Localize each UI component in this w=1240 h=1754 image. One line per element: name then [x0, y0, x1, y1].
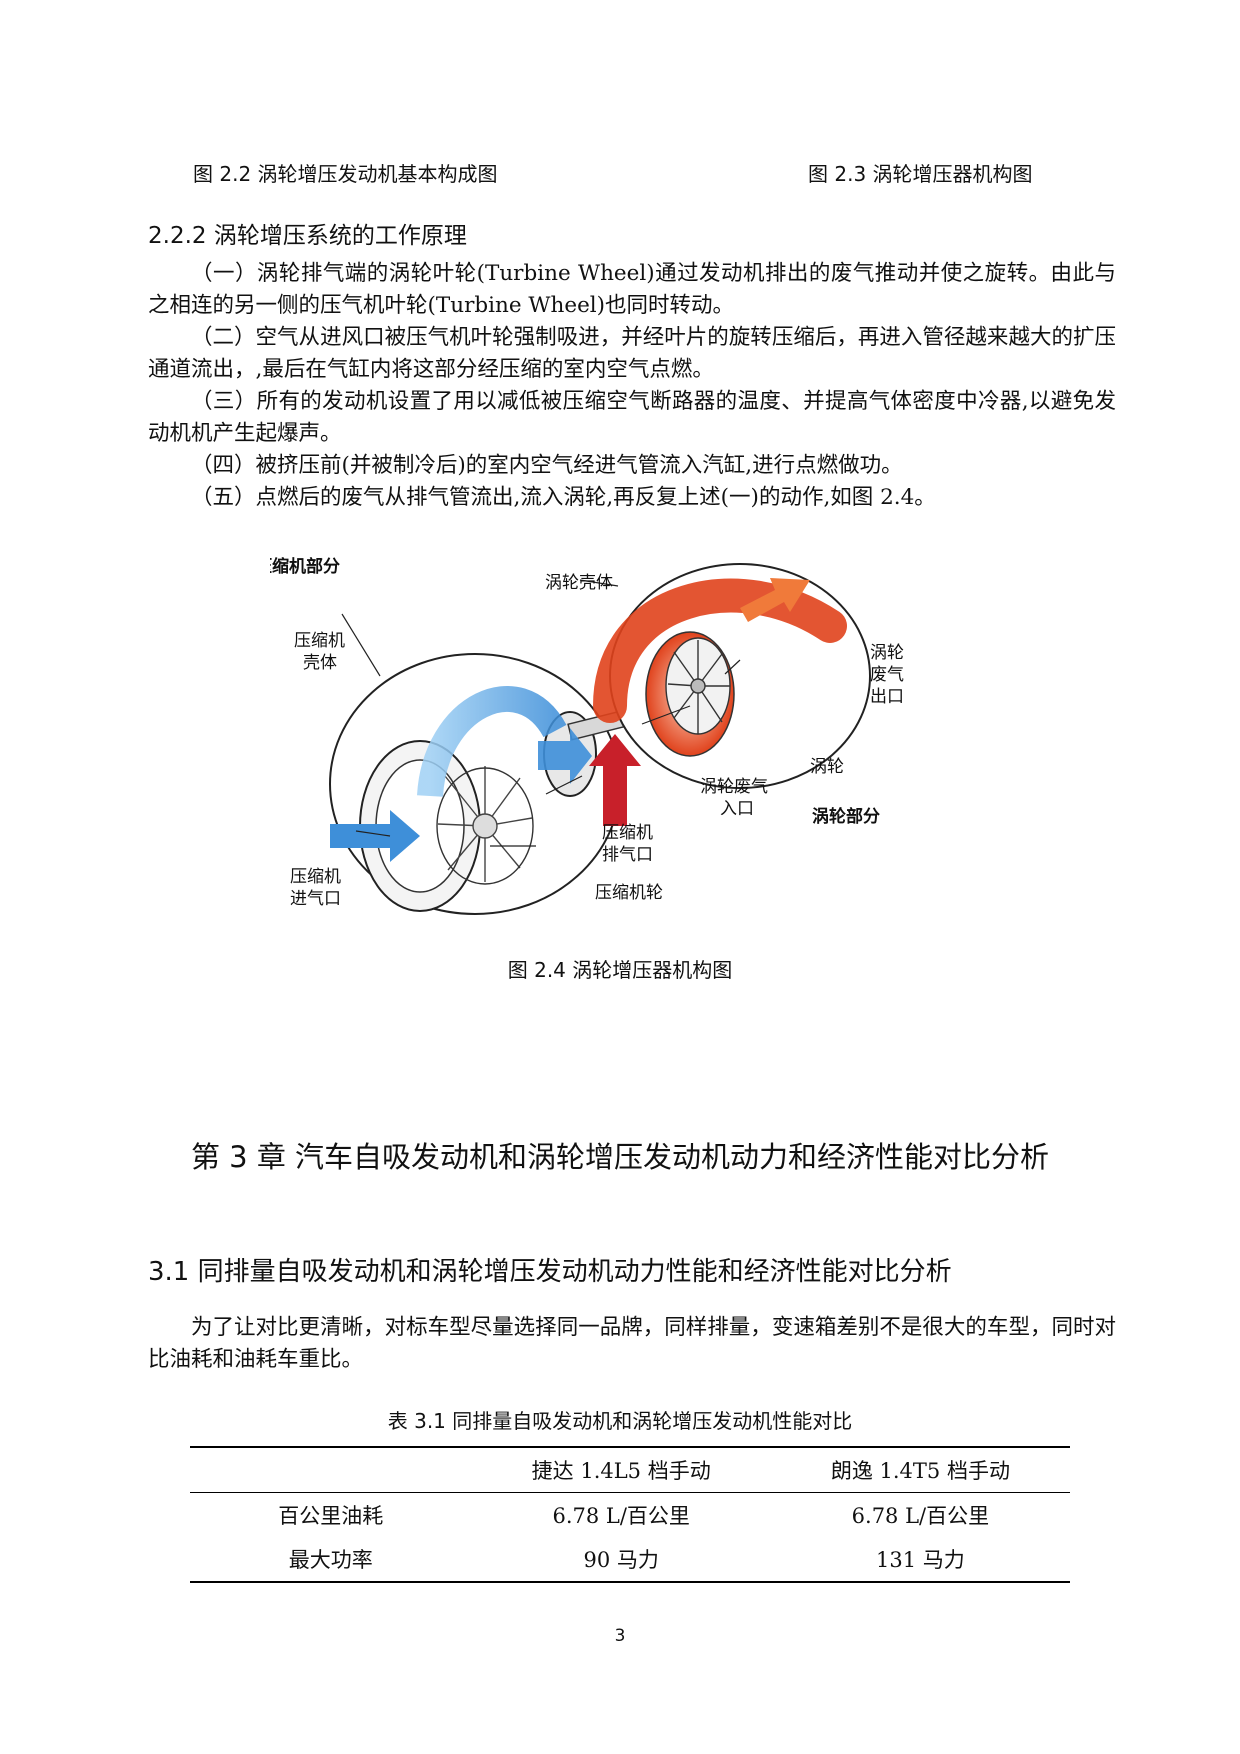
- turbine-inlet-arrow: [589, 734, 641, 826]
- turbocharger-diagram: 压缩机部分 压缩机 壳体 涡轮壳体 涡轮 废气 出口 涡轮 涡轮废气 入口 涡轮…: [270, 556, 904, 915]
- turbine-outlet-arrow: [740, 578, 810, 622]
- label-turbine-outlet-3: 出口: [870, 687, 904, 707]
- paragraph-3: （三）所有的发动机设置了用以减低被压缩空气断路器的温度、并提高气体密度中冷器,以…: [148, 389, 1116, 446]
- paragraph-3-1: 为了让对比更清晰，对标车型尽量选择同一品牌，同样排量，变速箱差别不是很大的车型，…: [148, 1315, 1116, 1372]
- page-number: 3: [614, 1626, 626, 1646]
- table-header-cell: [190, 1447, 472, 1493]
- section-body-3-1: 为了让对比更清晰，对标车型尽量选择同一品牌，同样排量，变速箱差别不是很大的车型，…: [148, 1312, 1116, 1376]
- paragraph-1: （一）涡轮排气端的涡轮叶轮(Turbine Wheel)通过发动机排出的废气推动…: [148, 261, 1116, 318]
- label-compressor-inlet-2: 进气口: [290, 889, 341, 909]
- label-compressor-outlet-1: 压缩机: [602, 823, 653, 843]
- compressor-inlet-arrow: [330, 810, 420, 862]
- section-body-2-2-2: （一）涡轮排气端的涡轮叶轮(Turbine Wheel)通过发动机排出的废气推动…: [148, 258, 1116, 514]
- table-cell: 6.78 L/百公里: [552, 1504, 690, 1528]
- label-turbine-outlet-2: 废气: [870, 665, 904, 685]
- compressor-wheel-graphic: [436, 766, 534, 885]
- compressed-air-flow-arrow: [417, 686, 567, 798]
- section-heading-3-1: 3.1 同排量自吸发动机和涡轮增压发动机动力性能和经济性能对比分析: [148, 1257, 952, 1287]
- figure-2-2-caption: 图 2.2 涡轮增压发动机基本构成图: [193, 162, 498, 186]
- label-compressor-housing-1: 压缩机: [294, 631, 345, 651]
- table-cell: 6.78 L/百公里: [851, 1504, 990, 1528]
- figure-2-3-caption: 图 2.3 涡轮增压器机构图: [808, 162, 1033, 186]
- table-row: 百公里油耗 6.78 L/百公里 6.78 L/百公里: [190, 1493, 1070, 1538]
- label-compressor-outlet-2: 排气口: [602, 845, 653, 865]
- label-compressor-section: 压缩机部分: [270, 556, 340, 577]
- label-turbine-inlet-2: 入口: [720, 799, 754, 819]
- table-header-cell: 捷达 1.4L5 档手动: [531, 1459, 711, 1483]
- label-turbine-section: 涡轮部分: [812, 806, 880, 827]
- label-compressor-housing-2: 壳体: [303, 653, 337, 673]
- turbine-wheel-graphic: [665, 637, 731, 735]
- figure-2-4-caption: 图 2.4 涡轮增压器机构图: [507, 958, 733, 982]
- compressor-outlet-arrow: [538, 728, 592, 784]
- label-turbine-inlet-1: 涡轮废气: [700, 777, 768, 797]
- leader-lines: [341, 579, 741, 847]
- table-cell: 90 马力: [583, 1548, 659, 1572]
- label-turbine-housing: 涡轮壳体: [545, 573, 613, 593]
- paragraph-2: （二）空气从进风口被压气机叶轮强制吸进，并经叶片的旋转压缩后，再进入管径越来越大…: [148, 325, 1116, 382]
- label-turbine-outlet-1: 涡轮: [870, 643, 904, 663]
- section-heading-2-2-2: 2.2.2 涡轮增压系统的工作原理: [148, 223, 467, 249]
- comparison-table: 捷达 1.4L5 档手动 朗逸 1.4T5 档手动 百公里油耗 6.78 L/百…: [190, 1446, 1070, 1583]
- table-cell: 131 马力: [876, 1548, 965, 1572]
- table-row: 最大功率 90 马力 131 马力: [190, 1537, 1070, 1582]
- table-header-cell: 朗逸 1.4T5 档手动: [830, 1459, 1010, 1483]
- table-3-1-caption: 表 3.1 同排量自吸发动机和涡轮增压发动机性能对比: [387, 1409, 853, 1433]
- label-compressor-wheel: 压缩机轮: [595, 883, 663, 903]
- table-cell: 最大功率: [288, 1548, 373, 1572]
- chapter-3-heading: 第 3 章 汽车自吸发动机和涡轮增压发动机动力和经济性能对比分析: [190, 1140, 1050, 1174]
- table-header-row: 捷达 1.4L5 档手动 朗逸 1.4T5 档手动: [190, 1447, 1070, 1493]
- label-compressor-inlet-1: 压缩机: [290, 867, 341, 887]
- turbine-housing: [593, 563, 871, 789]
- paragraph-4: （四）被挤压前(并被制冷后)的室内空气经进气管流入汽缸,进行点燃做功。: [191, 453, 903, 478]
- paragraph-5: （五）点燃后的废气从排气管流出,流入涡轮,再反复上述(一)的动作,如图 2.4。: [191, 485, 936, 510]
- table-cell: 百公里油耗: [278, 1504, 384, 1528]
- label-turbine-wheel: 涡轮: [810, 757, 844, 777]
